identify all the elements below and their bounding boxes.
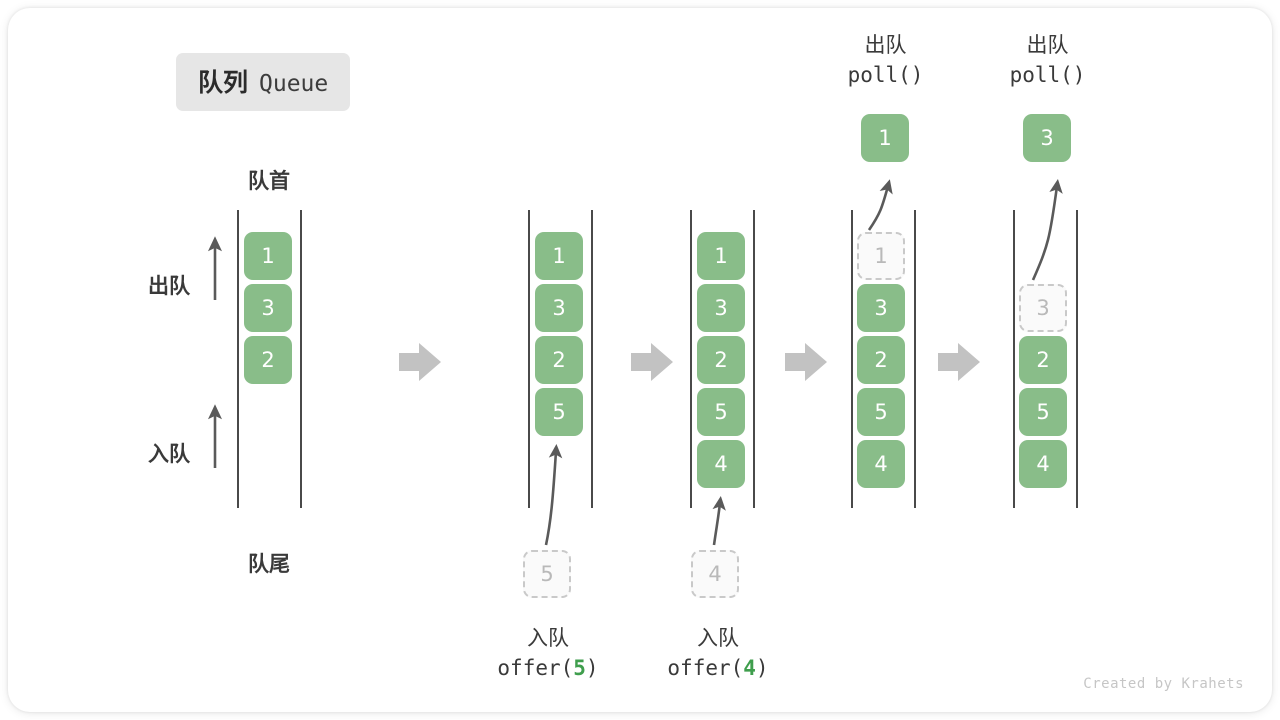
watermark: Created by Krahets	[1083, 676, 1244, 692]
incoming-ghost-cell: 5	[523, 550, 571, 598]
queue-cell: 5	[1019, 388, 1067, 436]
queue-cell: 1	[535, 232, 583, 280]
rail-left	[528, 210, 530, 508]
enqueue-arrow-icon	[712, 496, 726, 546]
arrows-overlay	[207, 179, 1063, 546]
code-value: 4	[743, 656, 756, 681]
operation-cn: 出队	[1026, 33, 1069, 57]
operation-cn: 出队	[864, 33, 907, 57]
dequeued-cell: 3	[1023, 114, 1071, 162]
operation-label-offer-5: 入队 offer(5)	[438, 623, 658, 684]
title-badge: 队列 Queue	[176, 53, 351, 111]
dequeue-direction-label: 出队	[148, 274, 190, 298]
queue-tail-label: 队尾	[248, 552, 290, 576]
operation-code: poll()	[793, 60, 978, 90]
operation-label-poll-3: 出队 poll()	[955, 30, 1140, 91]
code-suffix: )	[1072, 63, 1086, 88]
queue-cell: 4	[857, 440, 905, 488]
rail-right	[300, 210, 302, 508]
queue-cell: 2	[697, 336, 745, 384]
step-arrow-icon	[785, 343, 827, 381]
queue-cell: 3	[535, 284, 583, 332]
code-prefix: poll(	[1009, 63, 1073, 88]
rail-left	[690, 210, 692, 508]
step-arrow-icon	[399, 343, 441, 381]
code-prefix: offer(	[497, 656, 574, 681]
dequeued-cell: 1	[861, 114, 909, 162]
queue-cell: 4	[697, 440, 745, 488]
queue-cell: 5	[535, 388, 583, 436]
rail-right	[753, 210, 755, 508]
code-prefix: offer(	[667, 656, 744, 681]
enqueue-direction-label: 入队	[148, 442, 190, 466]
rail-right	[591, 210, 593, 508]
operation-cn: 入队	[527, 626, 569, 650]
queue-cell-ghost: 3	[1019, 284, 1067, 332]
queue-cell: 4	[1019, 440, 1067, 488]
queue-cell: 2	[244, 336, 292, 384]
rail-left	[851, 210, 853, 508]
queue-cell: 5	[857, 388, 905, 436]
code-value: 5	[573, 656, 586, 681]
operation-label-offer-4: 入队 offer(4)	[608, 623, 828, 684]
step-arrow-icon	[938, 343, 980, 381]
operation-code: offer(5)	[438, 653, 658, 683]
queue-head-label: 队首	[248, 169, 290, 193]
dequeue-arrow-icon	[1031, 179, 1063, 281]
operation-label-poll-1: 出队 poll()	[793, 30, 978, 91]
queue-cell: 1	[697, 232, 745, 280]
operation-code: offer(4)	[608, 653, 828, 683]
incoming-ghost-cell: 4	[691, 550, 739, 598]
code-prefix: poll(	[847, 63, 911, 88]
queue-cell: 1	[244, 232, 292, 280]
queue-cell: 5	[697, 388, 745, 436]
rail-right	[914, 210, 916, 508]
queue-cell: 2	[857, 336, 905, 384]
queue-cell: 3	[697, 284, 745, 332]
diagram-card: 队列 Queue 队首 队尾 出队 入队 1 3 2 1 3 2 5 5 入队 …	[8, 8, 1272, 712]
rail-right	[1076, 210, 1078, 508]
title-en: Queue	[259, 71, 329, 97]
queue-cell: 2	[1019, 336, 1067, 384]
queue-cell-ghost: 1	[857, 232, 905, 280]
enqueue-arrow-icon	[544, 443, 563, 546]
queue-cell: 3	[857, 284, 905, 332]
step-arrow-icon	[631, 343, 673, 381]
code-suffix: )	[755, 656, 769, 681]
code-suffix: )	[910, 63, 924, 88]
operation-cn: 入队	[697, 626, 739, 650]
queue-cell: 2	[535, 336, 583, 384]
queue-cell: 3	[244, 284, 292, 332]
dequeue-arrow-icon	[867, 179, 893, 231]
rail-left	[237, 210, 239, 508]
rail-left	[1013, 210, 1015, 508]
code-suffix: )	[585, 656, 599, 681]
operation-code: poll()	[955, 60, 1140, 90]
title-cn: 队列	[198, 68, 249, 97]
